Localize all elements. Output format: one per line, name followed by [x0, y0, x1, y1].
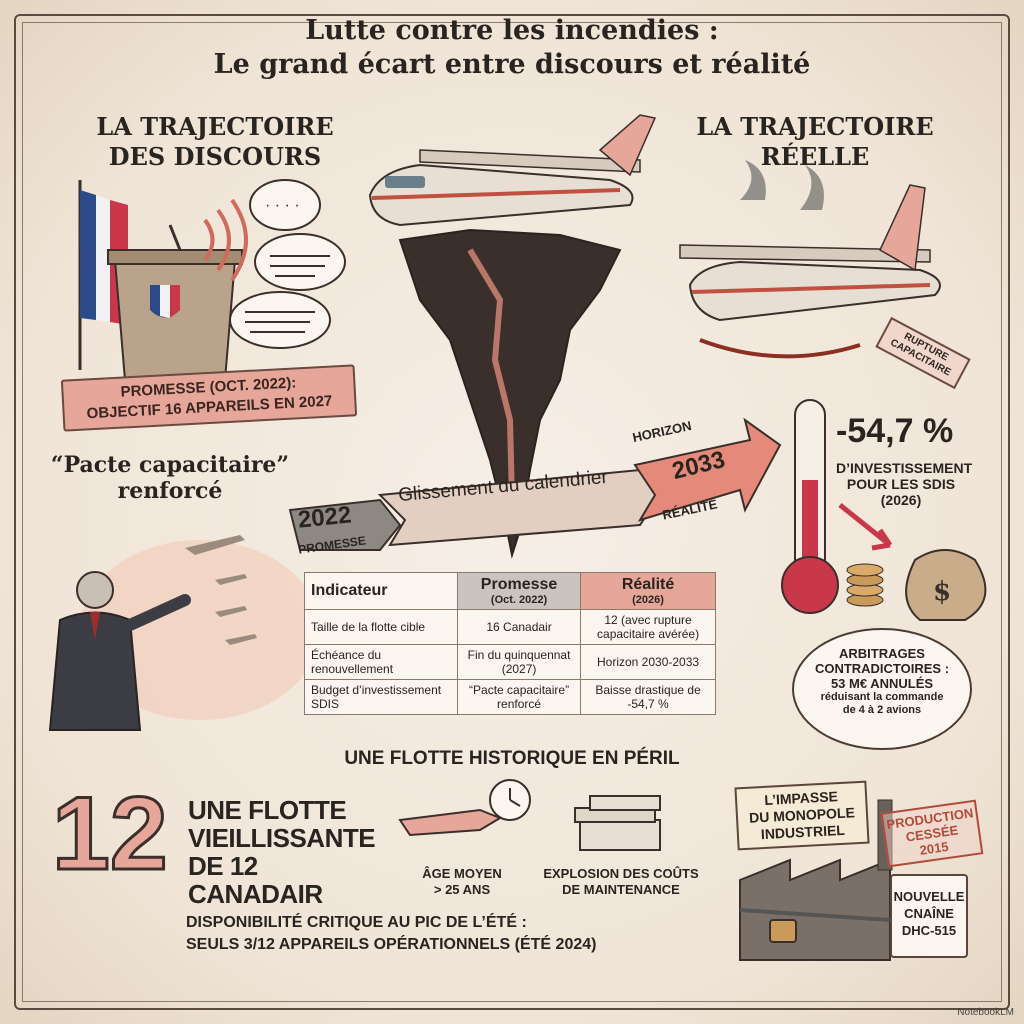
arb-line: ARBITRAGES: [839, 646, 925, 661]
availability-line: DISPONIBILITÉ CRITIQUE AU PIC DE L’ÉTÉ :: [186, 914, 527, 931]
timeline-arrow: [288, 417, 782, 551]
speech-bubble-icon: [249, 179, 321, 231]
header-line: RÉELLE: [760, 142, 870, 171]
ground-crack-icon: [398, 228, 622, 559]
title-line: Lutte contre les incendies :: [305, 15, 719, 46]
table-cell: Échéance du renouvellement: [304, 644, 458, 680]
credit-label: NotebookLM: [957, 1007, 1014, 1018]
fleet-description: UNE FLOTTE VIEILLISSANTE DE 12 CANADAIR: [188, 796, 388, 908]
table-cell: Fin du quinquennat (2027): [456, 644, 582, 680]
speech-bubble-icon: [229, 291, 331, 349]
invest-line: D’INVESTISSEMENT: [836, 460, 973, 476]
table-header-promise: Promesse (Oct. 2022): [456, 572, 582, 610]
sound-waves-icon: [203, 198, 248, 282]
svg-text:$: $: [933, 577, 951, 607]
thermometer-icon: [781, 399, 839, 614]
table-cell: Baisse drastique de -54,7 %: [580, 679, 716, 715]
table-cell: Budget d’investissement SDIS: [304, 679, 458, 715]
inner-frame: [22, 22, 1002, 1002]
fleet-desc-line: UNE FLOTTE: [188, 795, 347, 825]
fleet-desc-line: DE 12 CANADAIR: [188, 851, 323, 909]
age-caption: ÂGE MOYEN > 25 ANS: [402, 866, 522, 898]
header-promise-label: Promesse: [480, 576, 558, 593]
title-line: Le grand écart entre discours et réalité: [213, 49, 811, 80]
pacte-line: “Pacte capacitaire”: [50, 452, 290, 478]
down-arrow-icon: [838, 503, 893, 551]
aging-plane-clock-icon: [398, 779, 531, 837]
age-line: ÂGE MOYEN: [422, 866, 502, 881]
arb-line: de 4 à 2 avions: [842, 704, 922, 716]
arb-line: 53 M€ ANNULÉS: [830, 676, 934, 691]
table-cell: “Pacte capacitaire” renforcé: [456, 679, 582, 715]
calendar-line: CNAÎNE: [904, 906, 954, 921]
table-cell: 16 Canadair: [456, 609, 582, 645]
timeline-start-year: 2022: [296, 501, 353, 534]
podium-icon: [107, 224, 243, 381]
calendar-card: NOUVELLE CNAÎNE DHC-515: [890, 874, 968, 958]
investment-caption: D’INVESTISSEMENT POUR LES SDIS (2026): [836, 460, 973, 508]
politician-figure-icon: [48, 540, 320, 731]
svg-text:· · · ·: · · · ·: [265, 197, 300, 214]
broken-plane-icon: [679, 160, 941, 359]
header-line: DES DISCOURS: [108, 142, 322, 171]
cost-line: EXPLOSION DES COÛTS: [543, 866, 699, 881]
table-header-indicator: Indicateur: [304, 572, 458, 610]
calendar-line: DHC-515: [901, 923, 957, 938]
header-reality-sub: (2026): [632, 594, 664, 606]
right-header: LA TRAJECTOIRE RÉELLE: [690, 112, 940, 172]
comparison-table: Indicateur Promesse (Oct. 2022) Réalité …: [304, 572, 716, 715]
availability-statement: DISPONIBILITÉ CRITIQUE AU PIC DE L’ÉTÉ :…: [186, 912, 726, 956]
comparison-table-wrap: Indicateur Promesse (Oct. 2022) Réalité …: [304, 572, 716, 715]
header-promise-sub: (Oct. 2022): [490, 594, 548, 606]
table-row: Taille de la flotte cible 16 Canadair 12…: [304, 609, 716, 645]
cost-line: DE MAINTENANCE: [562, 882, 680, 897]
outer-frame: [14, 14, 1010, 1010]
investment-drop-value: -54,7 %: [836, 412, 954, 450]
table-row: Budget d’investissement SDIS “Pacte capa…: [304, 679, 716, 715]
table-cell: Taille de la flotte cible: [304, 609, 458, 645]
header-reality-label: Réalité: [621, 576, 675, 593]
left-header: LA TRAJECTOIRE DES DISCOURS: [90, 112, 340, 172]
header-line: LA TRAJECTOIRE: [96, 112, 334, 141]
fleet-section-title: UNE FLOTTE HISTORIQUE EN PÉRIL: [344, 748, 680, 769]
cost-caption: EXPLOSION DES COÛTS DE MAINTENANCE: [536, 866, 706, 898]
age-line: > 25 ANS: [433, 882, 491, 897]
money-bag-icon: $: [846, 549, 987, 621]
table-cell: Horizon 2030-2033: [580, 644, 716, 680]
table-cell: 12 (avec rupture capacitaire avérée): [580, 609, 716, 645]
table-row: Échéance du renouvellement Fin du quinqu…: [304, 644, 716, 680]
availability-line: SEULS 3/12 APPAREILS OPÉRATIONNELS (ÉTÉ …: [186, 936, 597, 953]
monopoly-sign: L’IMPASSE DU MONOPOLE INDUSTRIEL: [734, 780, 870, 851]
table-header-reality: Réalité (2026): [580, 572, 716, 610]
calendar-line: NOUVELLE: [893, 889, 965, 904]
cash-stack-icon: [574, 795, 661, 851]
speech-bubble-icon: [254, 233, 346, 291]
small-planes-icon: [185, 535, 257, 645]
fleet-big-number: 12: [51, 776, 170, 892]
arbitrages-bubble: ARBITRAGES CONTRADICTOIRES : 53 M€ ANNUL…: [792, 628, 972, 750]
page-title: Lutte contre les incendies : Le grand éc…: [150, 14, 874, 82]
pacte-label: “Pacte capacitaire” renforcé: [40, 452, 300, 504]
arb-line: CONTRADICTOIRES :: [814, 661, 950, 676]
invest-line: (2026): [880, 492, 922, 508]
pacte-line: renforcé: [117, 478, 223, 504]
header-line: LA TRAJECTOIRE: [696, 112, 934, 141]
water-bomber-plane-icon: [368, 114, 657, 227]
table-header-row: Indicateur Promesse (Oct. 2022) Réalité …: [304, 572, 716, 610]
fleet-desc-line: VIEILLISSANTE: [188, 823, 376, 853]
arb-line: réduisant la commande: [820, 691, 944, 703]
invest-line: POUR LES SDIS: [846, 476, 956, 492]
